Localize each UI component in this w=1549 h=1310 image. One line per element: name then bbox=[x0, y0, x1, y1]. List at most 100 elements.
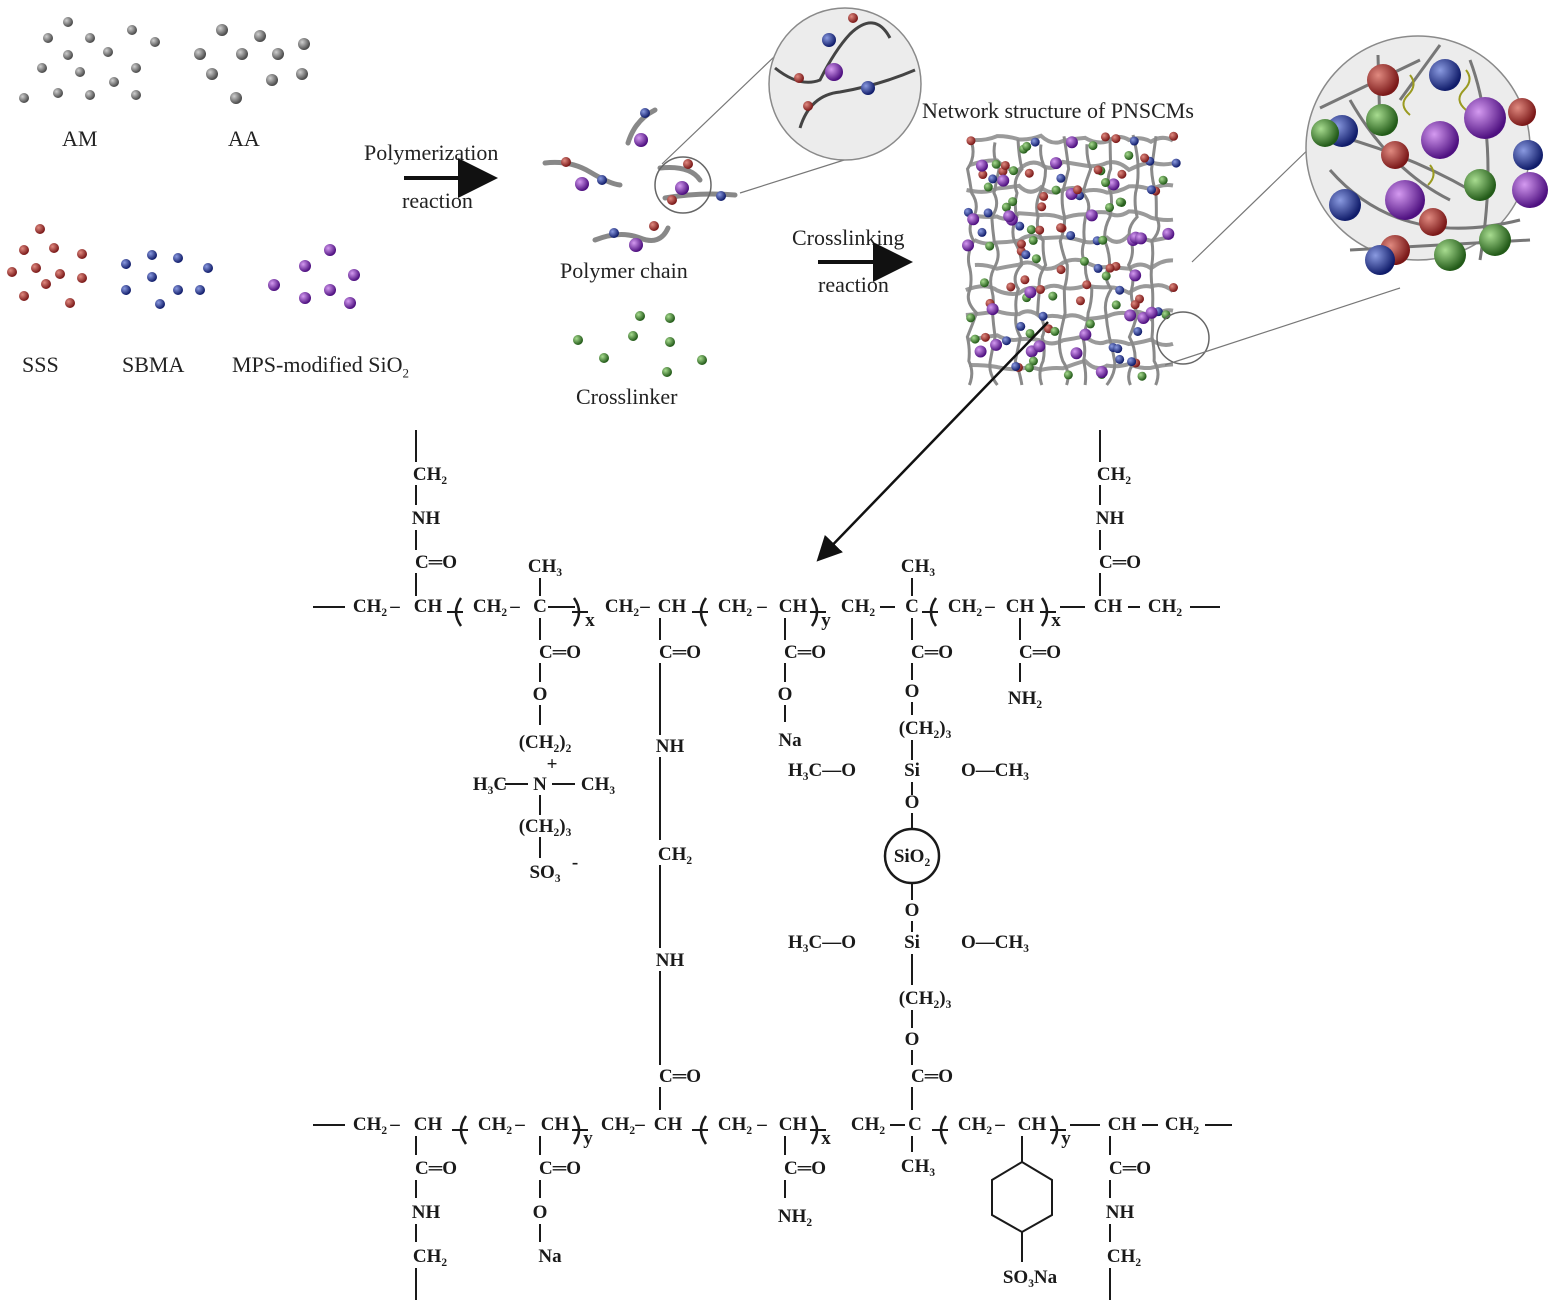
monomer-dot bbox=[324, 244, 336, 256]
network-bead bbox=[1056, 265, 1066, 275]
chem-label: CH bbox=[1006, 596, 1035, 617]
inset-bead bbox=[1421, 121, 1459, 159]
chem-label: NH bbox=[1106, 1202, 1135, 1223]
chem-label: Si bbox=[904, 760, 920, 781]
network-bead bbox=[1133, 326, 1143, 336]
chem-label: Na bbox=[778, 730, 802, 751]
monomer-dot bbox=[665, 313, 675, 323]
monomer-dot bbox=[85, 90, 95, 100]
benzene-ring bbox=[991, 1160, 1053, 1234]
chem-label: C bbox=[533, 596, 547, 617]
network-bead bbox=[1024, 363, 1034, 373]
network-bead bbox=[1073, 185, 1083, 195]
inset-bead bbox=[1366, 104, 1398, 136]
network-bead bbox=[1129, 136, 1139, 146]
monomer-dot bbox=[85, 33, 95, 43]
chem-label: C═O bbox=[415, 552, 457, 573]
network-bead bbox=[1101, 178, 1111, 188]
network-bead bbox=[1101, 271, 1111, 281]
chem-label: CH₂ bbox=[353, 1114, 388, 1135]
network-bead bbox=[1001, 202, 1011, 212]
chem-label: NH₂ bbox=[778, 1206, 813, 1227]
network-strand bbox=[1149, 136, 1161, 386]
chem-label: CH₂ bbox=[1148, 596, 1183, 617]
inset-bead bbox=[1464, 169, 1496, 201]
chem-label: CH₂ bbox=[353, 596, 388, 617]
chem-label: CH₂ bbox=[605, 596, 640, 617]
network-bead bbox=[978, 170, 988, 180]
monomer-dot bbox=[203, 263, 213, 273]
chem-label: NH bbox=[412, 508, 441, 529]
monomer-dot bbox=[348, 269, 360, 281]
chem-label: NH bbox=[656, 736, 685, 757]
chem-label: CH bbox=[414, 596, 443, 617]
monomer-dot bbox=[127, 25, 137, 35]
chem-label: NH bbox=[412, 1202, 441, 1223]
chem-label: SO₃Na bbox=[1003, 1267, 1058, 1288]
network-bead bbox=[1111, 300, 1121, 310]
network-bead bbox=[1111, 134, 1121, 144]
network-bead bbox=[1117, 169, 1127, 179]
label-polymer-chain: Polymer chain bbox=[560, 258, 688, 283]
inset-bead bbox=[1419, 208, 1447, 236]
chem-label: CH bbox=[1094, 596, 1123, 617]
network-bead bbox=[985, 241, 995, 251]
network-strand bbox=[965, 283, 1175, 296]
sio2-particle bbox=[883, 827, 941, 885]
monomer-dot bbox=[31, 263, 41, 273]
network-bead bbox=[1000, 160, 1010, 170]
inset-bead bbox=[1429, 59, 1461, 91]
network-bead bbox=[990, 338, 1003, 351]
monomer-dot bbox=[573, 335, 583, 345]
network-bead bbox=[983, 208, 993, 218]
network-bead bbox=[1001, 336, 1011, 346]
network-bead bbox=[1066, 230, 1076, 240]
chem-label: – bbox=[756, 1114, 767, 1135]
monomer-dot bbox=[344, 297, 356, 309]
monomer-dot bbox=[272, 48, 284, 60]
monomer-dot bbox=[254, 30, 266, 42]
network-bead bbox=[1051, 185, 1061, 195]
zoom-line bbox=[661, 54, 777, 165]
chem-label: (CH₂)₃ bbox=[519, 816, 572, 837]
network-bead bbox=[1140, 153, 1150, 163]
monomer-dot bbox=[299, 260, 311, 272]
chem-label: – bbox=[514, 1114, 525, 1135]
network-strand bbox=[1011, 139, 1024, 386]
chem-label: CH₂ bbox=[473, 596, 508, 617]
subscript-x: x bbox=[585, 610, 595, 631]
network-bead bbox=[983, 182, 993, 192]
monomer-dot bbox=[194, 48, 206, 60]
chem-label: C bbox=[905, 596, 919, 617]
inset-bead bbox=[1367, 64, 1399, 96]
chem-label: NH₂ bbox=[1008, 688, 1043, 709]
zoom-circle-small bbox=[654, 156, 712, 214]
chem-label: CH₂ bbox=[413, 464, 448, 485]
monomer-dot bbox=[55, 269, 65, 279]
monomer-dot bbox=[121, 285, 131, 295]
chem-label: CH bbox=[779, 596, 808, 617]
chem-label: C═O bbox=[659, 642, 701, 663]
monomer-dot bbox=[206, 68, 218, 80]
subscript-x: x bbox=[1051, 610, 1061, 631]
network-bead bbox=[1093, 165, 1103, 175]
network-bead bbox=[1113, 344, 1123, 354]
inset-bead bbox=[1464, 97, 1506, 139]
network-strand bbox=[968, 209, 1174, 222]
network-bead bbox=[1158, 175, 1168, 185]
polymer-chain-beads bbox=[561, 108, 726, 252]
monomer-dot bbox=[121, 259, 131, 269]
chem-label: – bbox=[634, 1114, 645, 1135]
network-to-structure-arrow-icon bbox=[816, 321, 1049, 562]
network-bead bbox=[1050, 326, 1060, 336]
chem-label: C═O bbox=[415, 1158, 457, 1179]
network-bead bbox=[1088, 141, 1098, 151]
chem-label: H₃C bbox=[473, 774, 507, 795]
chem-label: (CH₂)₃ bbox=[899, 988, 952, 1009]
chem-label: CH₂ bbox=[1165, 1114, 1200, 1135]
zoom-line bbox=[1191, 139, 1319, 263]
inset-bead bbox=[1381, 141, 1409, 169]
network-structure bbox=[962, 131, 1181, 386]
network-bead bbox=[1056, 173, 1066, 183]
chem-label: – bbox=[984, 596, 995, 617]
